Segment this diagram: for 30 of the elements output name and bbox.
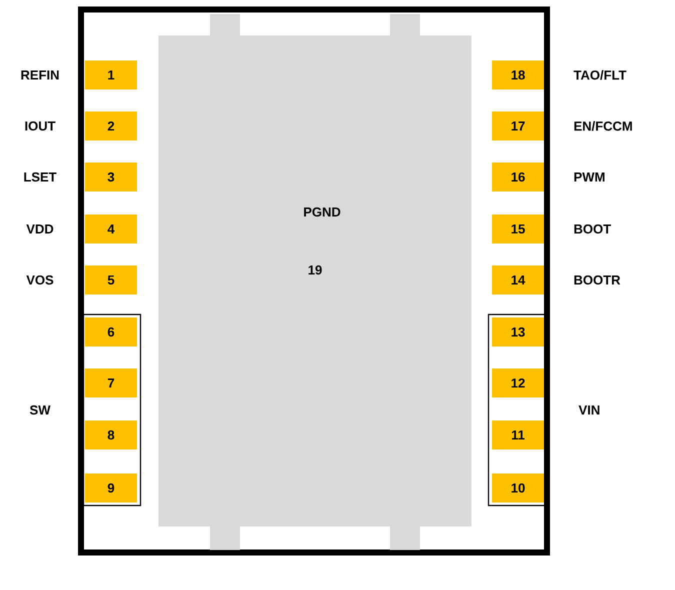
pin-label: PWM xyxy=(574,172,604,182)
pin-pad: 5 xyxy=(85,266,137,294)
pin-label: EN/FCCM xyxy=(574,121,632,131)
pin-pad: 6 xyxy=(85,318,137,346)
pin-pad: 18 xyxy=(492,60,544,90)
pin-label: BOOT xyxy=(574,224,611,234)
pin-pad: 15 xyxy=(492,214,544,244)
pin-pad: 17 xyxy=(492,112,544,140)
pin-label: REFIN xyxy=(21,70,59,80)
pin-label: VOS xyxy=(26,275,54,285)
pin-pad: 10 xyxy=(492,474,544,502)
pin-label: VIN xyxy=(578,406,600,414)
pin-label: SW xyxy=(30,405,50,415)
pin-label: VDD xyxy=(26,224,54,234)
pin-pad: 4 xyxy=(85,214,137,244)
pin-pad: 12 xyxy=(492,368,544,398)
pin-pad: 16 xyxy=(492,162,544,192)
pin-label: IOUT xyxy=(25,121,56,131)
pin-pad: 14 xyxy=(492,266,544,294)
pin-pad: 8 xyxy=(85,420,137,450)
pin-label: BOOTR xyxy=(574,275,620,285)
pin-pad: 9 xyxy=(85,474,137,502)
pin-pad: 13 xyxy=(492,318,544,346)
pin-pad: 7 xyxy=(85,368,137,398)
pin-pad: 2 xyxy=(85,112,137,140)
pin-pad: 1 xyxy=(85,60,137,90)
pin-pad: 11 xyxy=(492,420,544,450)
pin-label: LSET xyxy=(24,172,56,182)
pin-label: TAO/FLT xyxy=(574,70,626,80)
pin-pad: 3 xyxy=(85,162,137,192)
